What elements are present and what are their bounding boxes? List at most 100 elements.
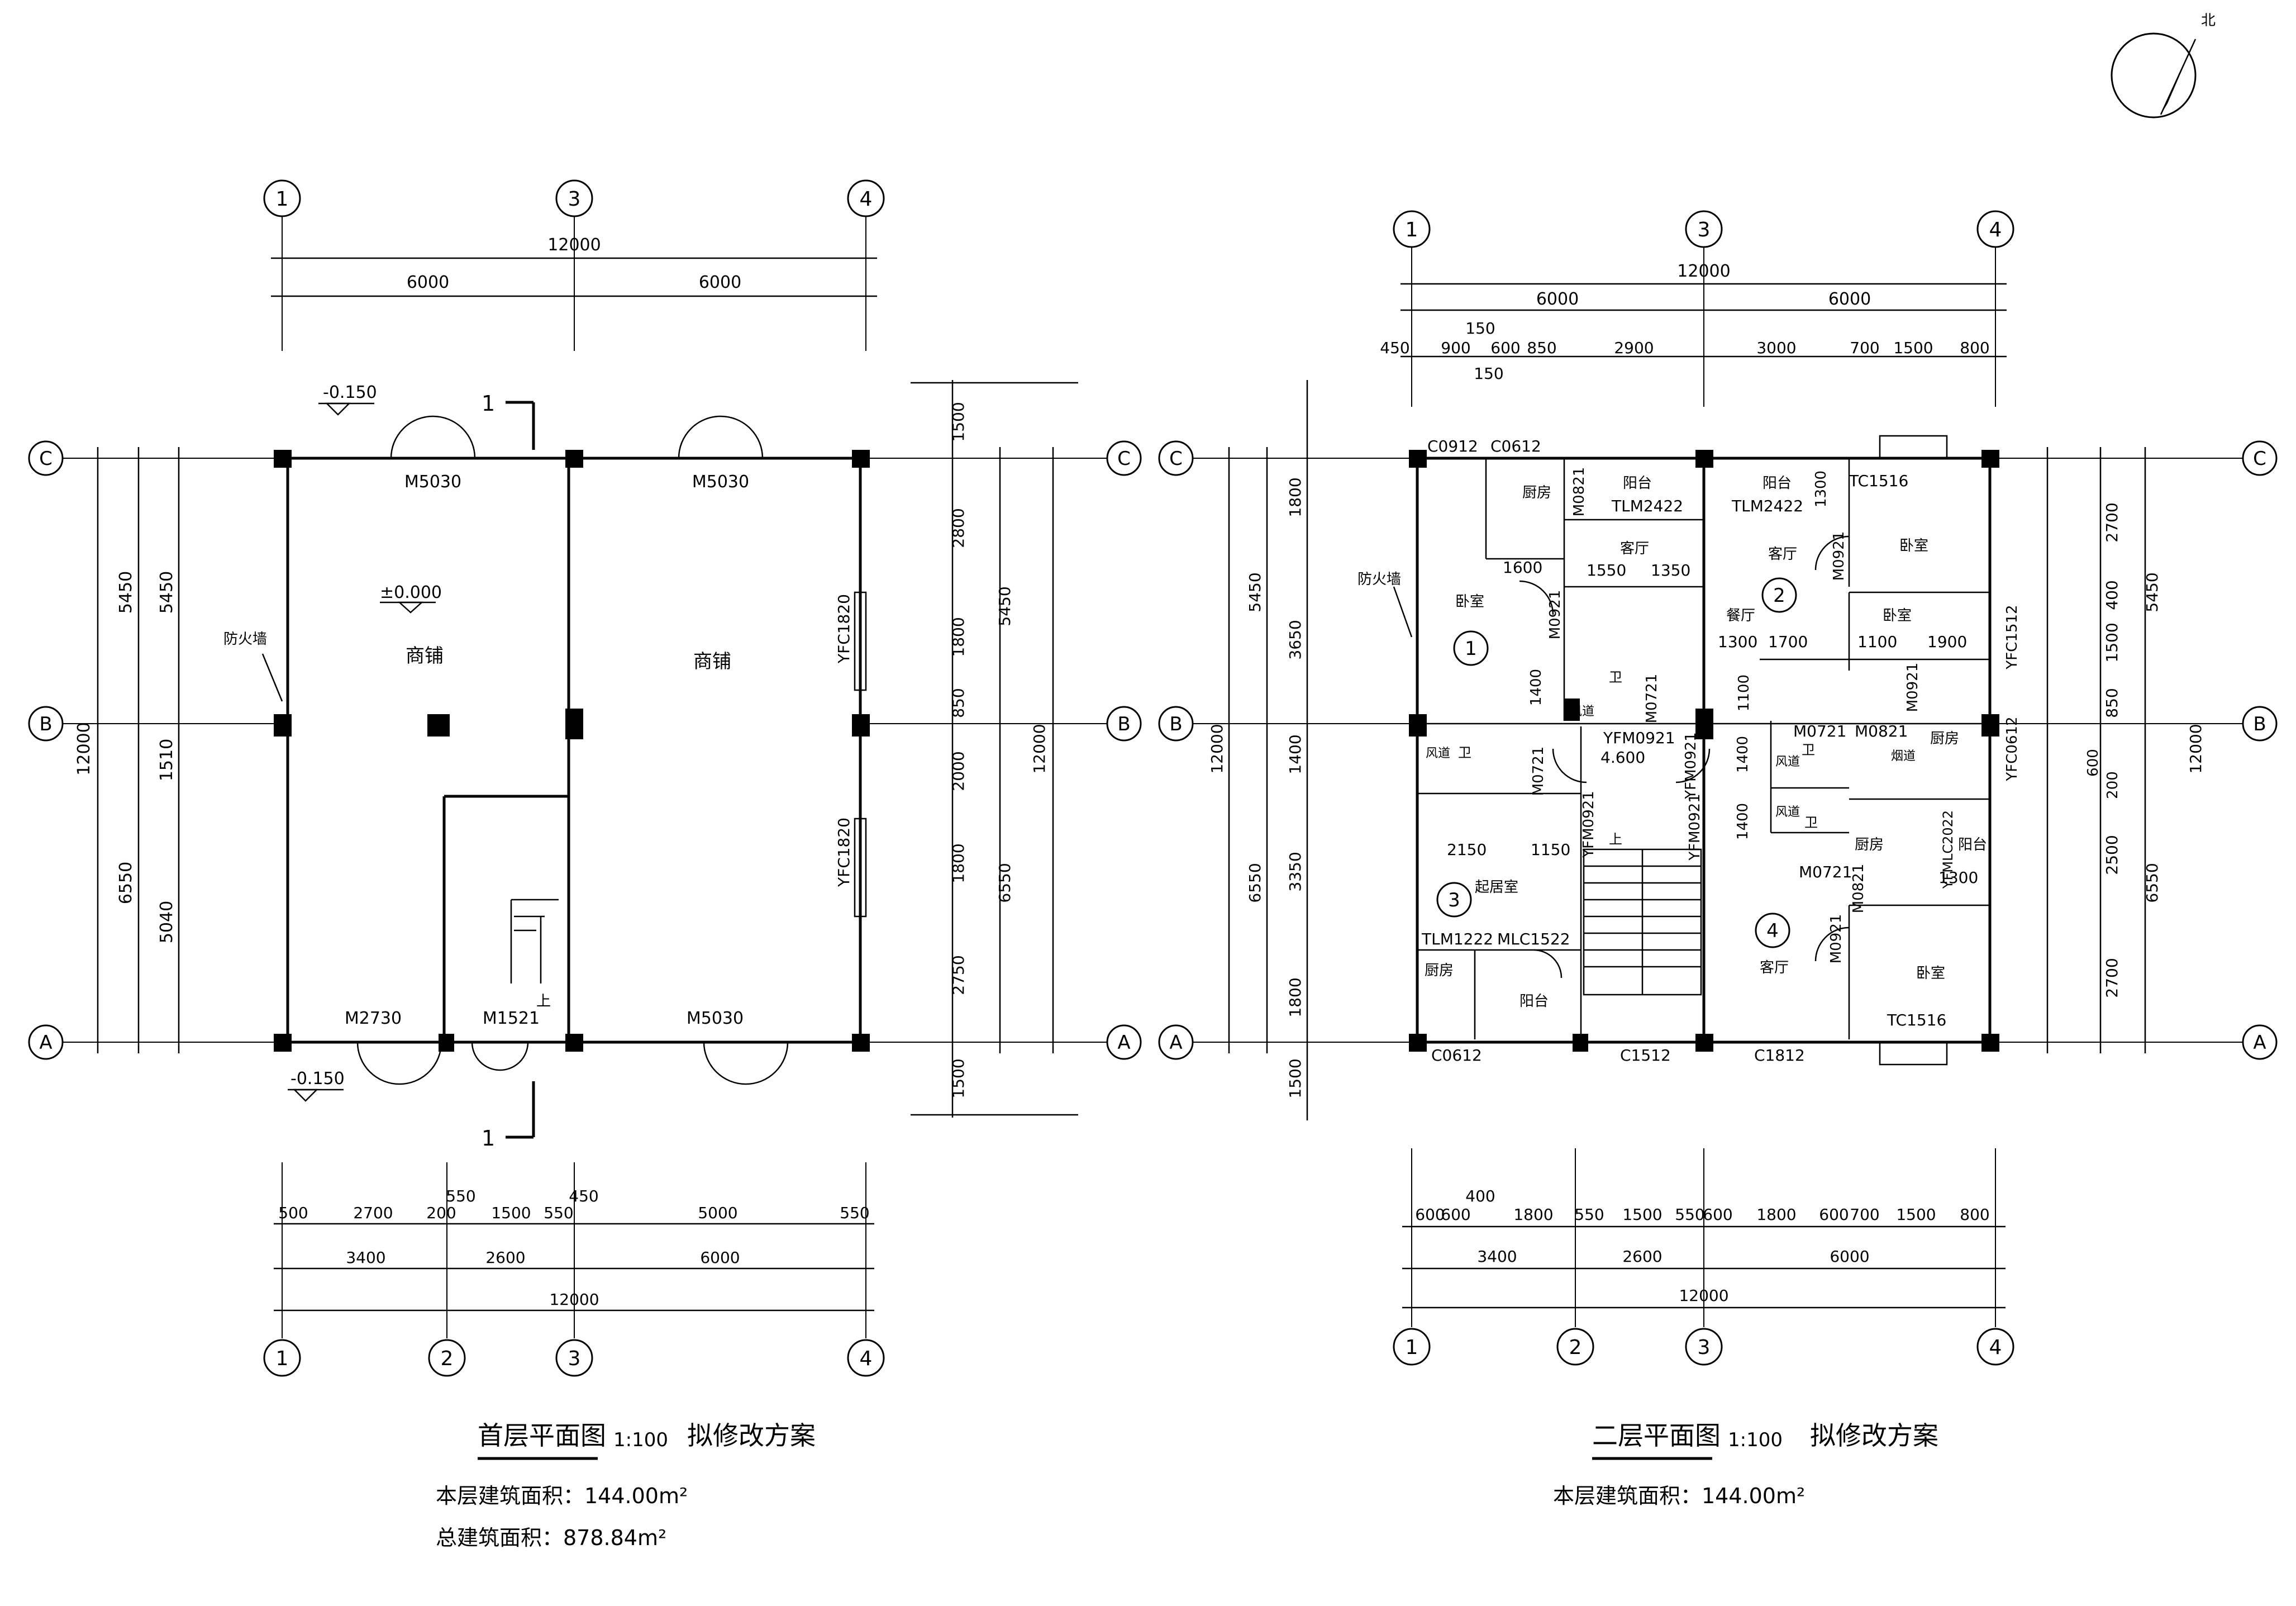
dim-part: 1900 bbox=[1927, 633, 1967, 651]
room-label: 阳台 bbox=[1623, 475, 1652, 492]
dim-part: 1500 bbox=[949, 1058, 968, 1098]
plan1-title-block: 首层平面图 1:100 拟修改方案 本层建筑面积：144.00m² 总建筑面积：… bbox=[436, 1420, 816, 1550]
plan1-axes-top: 1 3 4 bbox=[263, 179, 885, 351]
room-label: 客厅 bbox=[1768, 546, 1797, 563]
axis-label: 4 bbox=[860, 188, 873, 211]
unit-number: 1 bbox=[1465, 638, 1477, 660]
axis-label: 1 bbox=[276, 1347, 289, 1370]
dim-part: 6000 bbox=[1536, 289, 1579, 309]
dim-part: 600 bbox=[1703, 1205, 1732, 1224]
elev-label: 4.600 bbox=[1600, 748, 1645, 767]
dim-part: 1100 bbox=[1736, 674, 1752, 711]
elev-label: -0.150 bbox=[290, 1069, 345, 1089]
dim-part: 1800 bbox=[949, 843, 968, 883]
plan2-unit-numbers: 1 2 3 4 bbox=[1436, 577, 1797, 948]
door-label: M0721 bbox=[1644, 674, 1660, 724]
room-label: 厨房 bbox=[1425, 962, 1454, 979]
dim-total: 12000 bbox=[74, 722, 94, 775]
room-label: 厨房 bbox=[1855, 837, 1884, 853]
vent-label: 风道 bbox=[1775, 805, 1800, 819]
dim-part: 2600 bbox=[1622, 1247, 1662, 1266]
window-label: C0912 bbox=[1427, 437, 1478, 455]
dim-part: 5450 bbox=[1246, 572, 1264, 612]
room-label: 商铺 bbox=[406, 645, 444, 667]
firewall-label: 防火墙 bbox=[223, 631, 267, 648]
plan1-dims-bottom: 500 2700 200 550 1500 550 450 5000 550 3… bbox=[263, 1162, 885, 1377]
dim-part: 2700 bbox=[2103, 958, 2121, 997]
dim-part: 6550 bbox=[2143, 863, 2161, 902]
door-label: M0821 bbox=[1850, 864, 1867, 914]
dim-total: 12000 bbox=[2187, 724, 2205, 773]
dim-part: 6550 bbox=[116, 862, 136, 904]
window-label: TLM1222 bbox=[1421, 930, 1493, 948]
window-label: TC1516 bbox=[1849, 472, 1908, 490]
dim-part: 6000 bbox=[700, 1248, 740, 1267]
axis-label: C bbox=[1169, 448, 1183, 470]
room-label: 卧室 bbox=[1883, 607, 1912, 624]
plan2-axes-rows-left: C B A 12000 5450 6550 1800 3650 1400 335… bbox=[1158, 380, 1412, 1120]
area-line: 本层建筑面积：144.00m² bbox=[1553, 1484, 1805, 1508]
dim-part: 1500 bbox=[2103, 623, 2121, 662]
dim-part: 5450 bbox=[157, 571, 177, 614]
door-label: YFM0921 bbox=[1687, 794, 1703, 861]
dim-part: 6000 bbox=[1830, 1247, 1869, 1266]
door-label: YFM0921 bbox=[1603, 729, 1675, 747]
plan2-dims-right: C B A 2700 400 1500 850 600 200 2500 270… bbox=[1995, 440, 2278, 1060]
room-label: 卫 bbox=[1804, 815, 1818, 830]
door-label: M2730 bbox=[345, 1009, 402, 1028]
dim-part: 2000 bbox=[949, 751, 968, 791]
door-label: YFM0921 bbox=[1580, 791, 1597, 858]
plan2-axes-top: 1 3 4 12000 6000 6000 450 900 150 600 85… bbox=[1380, 210, 2014, 407]
door-label: M0821 bbox=[1855, 722, 1908, 740]
plan1-axes-rows-left: C B A 12000 5450 6550 5450 1510 5040 bbox=[28, 440, 282, 1060]
dim-part: 1300 bbox=[1718, 633, 1757, 651]
room-label: 厨房 bbox=[1930, 730, 1959, 747]
dim-part: 2900 bbox=[1614, 339, 1654, 357]
axis-label: 4 bbox=[1989, 1336, 2002, 1359]
axis-label: A bbox=[2253, 1032, 2266, 1054]
door-label: M0821 bbox=[1571, 467, 1588, 517]
dim-part: 600 bbox=[2085, 749, 2102, 777]
axis-label: 4 bbox=[860, 1347, 873, 1370]
plan2-dims-bottom: 600 600 400 1800 550 1500 550 600 1800 6… bbox=[1393, 1148, 2014, 1366]
dim-part: 450 bbox=[1380, 339, 1409, 357]
dim-part: 2600 bbox=[485, 1248, 525, 1267]
dim-part: 850 bbox=[2103, 688, 2121, 718]
dim-part: 400 bbox=[1465, 1187, 1495, 1205]
dim-part: 600 bbox=[1819, 1205, 1849, 1224]
dim-part: 5450 bbox=[2143, 572, 2161, 612]
dim-total: 12000 bbox=[1030, 724, 1049, 773]
area-line: 总建筑面积：878.84m² bbox=[436, 1526, 666, 1550]
dim-part: 1550 bbox=[1587, 561, 1626, 579]
room-label: 卧室 bbox=[1916, 965, 1945, 982]
plan2-labels: C0912 C0612 厨房 M0821 阳台 TLM2422 阳台 TLM24… bbox=[1357, 437, 2021, 1065]
ground-floor-plan: 1 3 4 12000 6000 6000 C B A 12000 bbox=[28, 179, 1142, 1550]
door-label: YFM0921 bbox=[1683, 732, 1699, 799]
plan-subtitle: 拟修改方案 bbox=[687, 1420, 816, 1451]
dim-part: 900 bbox=[1441, 339, 1470, 357]
axis-label: 4 bbox=[1989, 218, 2002, 241]
dim-part: 550 bbox=[1574, 1205, 1604, 1224]
area-line: 本层建筑面积：144.00m² bbox=[436, 1484, 688, 1508]
room-label: 卧室 bbox=[1899, 538, 1928, 554]
dim-part: 3400 bbox=[346, 1248, 385, 1267]
door-label: M0921 bbox=[1547, 590, 1564, 640]
elev-label: -0.150 bbox=[323, 383, 377, 402]
dim-part: 5450 bbox=[116, 571, 136, 614]
flue-label: 烟道 bbox=[1891, 749, 1916, 763]
dim-part: 2500 bbox=[2103, 835, 2121, 875]
dim-part: 550 bbox=[840, 1204, 869, 1222]
dim-part: 550 bbox=[446, 1187, 475, 1205]
room-label: 阳台 bbox=[1519, 993, 1549, 1010]
plan-scale: 1:100 bbox=[613, 1429, 668, 1451]
axis-label: 3 bbox=[1698, 218, 1711, 241]
dim-part: 2700 bbox=[2103, 502, 2121, 542]
section-label: 1 bbox=[482, 391, 495, 416]
plan1-dims-top: 12000 6000 6000 bbox=[271, 235, 877, 297]
door-label: M0921 bbox=[1904, 663, 1921, 712]
dim-part: 3350 bbox=[1286, 852, 1304, 891]
door-label: M5030 bbox=[404, 472, 461, 492]
dim-part: 200 bbox=[2104, 771, 2121, 799]
dim-part: 1800 bbox=[1286, 977, 1304, 1017]
dim-part: 1300 bbox=[1938, 868, 1978, 887]
